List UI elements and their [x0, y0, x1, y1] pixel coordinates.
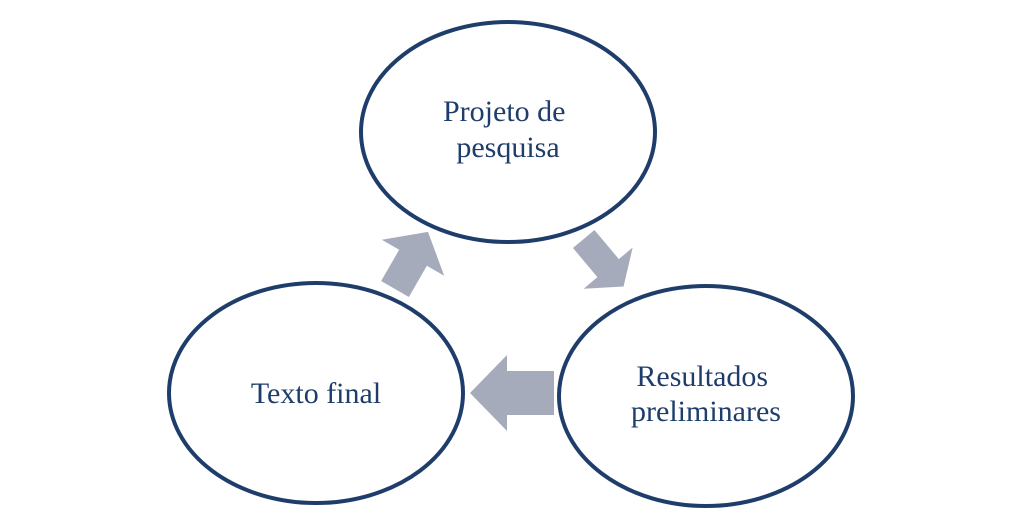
arrow-resultados-to-texto	[470, 355, 554, 431]
node-projeto-de-pesquisa: Projeto de pesquisa	[359, 20, 657, 244]
arrow-texto-to-projeto	[381, 231, 445, 297]
node-texto-final: Texto final	[167, 281, 465, 505]
node-label-line: Resultados	[636, 360, 768, 393]
arrow-projeto-to-resultados	[572, 230, 633, 289]
node-label: Projeto de pesquisa	[443, 95, 573, 164]
node-label: Texto final	[251, 377, 381, 410]
node-resultados-preliminares: Resultados preliminares	[557, 284, 855, 508]
node-label: Resultados preliminares	[631, 360, 781, 428]
node-label-line: Texto final	[251, 377, 381, 410]
node-label-line: Projeto de	[443, 95, 565, 128]
node-label-line: pesquisa	[456, 131, 559, 164]
node-label-line: preliminares	[631, 395, 781, 428]
